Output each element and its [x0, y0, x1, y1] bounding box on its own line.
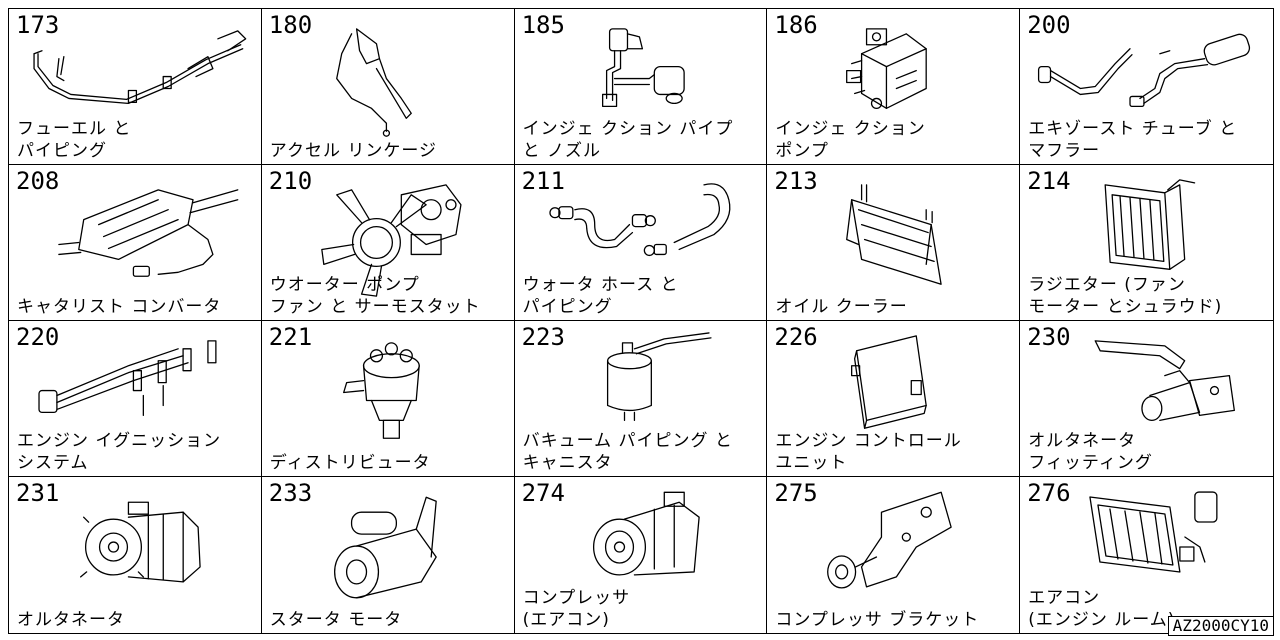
part-cell-275[interactable]: 275 コンプレッサ ブラケット	[767, 477, 1021, 633]
part-number: 276	[1027, 479, 1071, 507]
part-cell-221[interactable]: 221 ディストリビュータ	[261, 321, 515, 477]
part-number: 230	[1027, 323, 1071, 351]
part-number: 275	[774, 479, 818, 507]
part-cell-180[interactable]: 180 アクセル リンケージ	[261, 9, 515, 165]
part-cell-213[interactable]: 213 オイル クーラー	[767, 165, 1021, 321]
vacuum-canister-icon	[606, 332, 712, 422]
part-number: 274	[521, 479, 565, 507]
part-number: 185	[521, 11, 565, 39]
accelerator-linkage-icon	[335, 28, 412, 137]
part-label: インジェ クション ポンプ	[775, 119, 926, 161]
part-cell-230[interactable]: 230 オルタネータ フィッティング	[1020, 321, 1273, 477]
alternator-fitting-icon	[1094, 340, 1236, 422]
part-label: キャタリスト コンバータ	[17, 297, 222, 317]
part-label: オルタネータ フィッティング	[1028, 431, 1153, 473]
part-cell-173[interactable]: 173 フューエル と パイピング	[9, 9, 262, 165]
part-label: スタータ モータ	[269, 610, 403, 630]
part-number: 223	[521, 323, 565, 351]
oil-cooler-icon	[846, 184, 943, 285]
part-number: 173	[16, 11, 60, 39]
part-cell-210[interactable]: 210 ウオーター ポンプ ファン と サーモスタット	[261, 165, 515, 321]
part-label: エンジン イグニッション システム	[17, 431, 222, 473]
part-cell-223[interactable]: 223 バキューム パイピング と キャニスタ	[514, 321, 768, 477]
part-number: 186	[774, 11, 818, 39]
part-label: コンプレッサ ブラケット	[775, 610, 980, 630]
part-cell-214[interactable]: 214 ラジエター (ファン モーター とシュラウド)	[1020, 165, 1273, 321]
water-hose-icon	[548, 183, 731, 257]
part-number: 211	[521, 167, 565, 195]
part-number: 200	[1027, 11, 1071, 39]
part-label: コンプレッサ (エアコン)	[522, 588, 631, 630]
part-label: エンジン コントロール ユニット	[775, 431, 962, 473]
injection-pump-icon	[846, 28, 928, 110]
part-number: 214	[1027, 167, 1071, 195]
compressor-icon	[592, 491, 700, 576]
part-label: ディストリビュータ	[269, 453, 431, 473]
part-number: 233	[268, 479, 313, 507]
part-label: ラジエター (ファン モーター とシュラウド)	[1028, 275, 1223, 317]
starter-motor-icon	[333, 496, 437, 599]
compressor-bracket-icon	[827, 491, 953, 589]
exhaust-muffler-icon	[1038, 33, 1251, 108]
part-cell-274[interactable]: 274 コンプレッサ (エアコン)	[515, 477, 768, 633]
part-cell-220[interactable]: 220 エンジン イグニッション システム	[9, 321, 262, 477]
part-cell-231[interactable]: 231 オルタネータ	[9, 477, 262, 633]
part-label: バキューム パイピング と キャニスタ	[522, 431, 733, 473]
part-cell-208[interactable]: 208 キャタリスト コンバータ	[9, 165, 262, 321]
catalytic-converter-icon	[58, 189, 239, 277]
diagram-code: AZ2000CY10	[1167, 616, 1274, 636]
part-cell-211[interactable]: 211 ウォータ ホース と パイピング	[514, 165, 768, 321]
parts-index-grid: 173 フューエル と パイピング 180 アクセル リンケージ 185 インジ…	[8, 8, 1274, 634]
part-label: エアコン (エンジン ルーム)	[1028, 588, 1176, 630]
part-cell-186[interactable]: 186 インジェ クション ポンプ	[767, 9, 1021, 165]
part-cell-276[interactable]: 276 エアコン (エンジン ルーム)	[1020, 477, 1273, 633]
part-label: アクセル リンケージ	[269, 141, 438, 161]
part-number: 226	[774, 323, 818, 351]
alternator-icon	[80, 501, 201, 583]
part-label: エキゾースト チューブ と マフラー	[1028, 119, 1238, 161]
part-number: 180	[268, 11, 313, 39]
part-number: 220	[16, 323, 60, 351]
part-cell-185[interactable]: 185 インジェ クション パイプ と ノズル	[514, 9, 768, 165]
radiator-icon	[1104, 179, 1196, 270]
water-pump-fan-icon	[320, 184, 462, 297]
part-number: 210	[268, 167, 313, 195]
part-cell-233[interactable]: 233 スタータ モータ	[262, 477, 515, 633]
part-number: 208	[16, 167, 60, 195]
part-number: 213	[774, 167, 818, 195]
ignition-system-icon	[38, 340, 217, 417]
distributor-icon	[342, 342, 420, 439]
part-label: ウォータ ホース と パイピング	[522, 275, 679, 317]
part-label: オイル クーラー	[775, 297, 908, 317]
part-cell-226[interactable]: 226 エンジン コントロール ユニット	[767, 321, 1021, 477]
aircon-engine-room-icon	[1089, 491, 1218, 573]
injection-pipe-nozzle-icon	[601, 28, 685, 108]
part-label: オルタネータ	[17, 610, 125, 630]
part-cell-200[interactable]: 200 エキゾースト チューブ と マフラー	[1020, 9, 1273, 165]
engine-control-unit-icon	[851, 335, 928, 429]
part-number: 231	[16, 479, 60, 507]
part-number: 221	[268, 323, 313, 351]
part-label: ウオーター ポンプ ファン と サーモスタット	[269, 275, 481, 317]
part-label: インジェ クション パイプ と ノズル	[522, 119, 734, 161]
part-label: フューエル と パイピング	[17, 119, 132, 161]
fuel-piping-icon	[33, 30, 247, 105]
